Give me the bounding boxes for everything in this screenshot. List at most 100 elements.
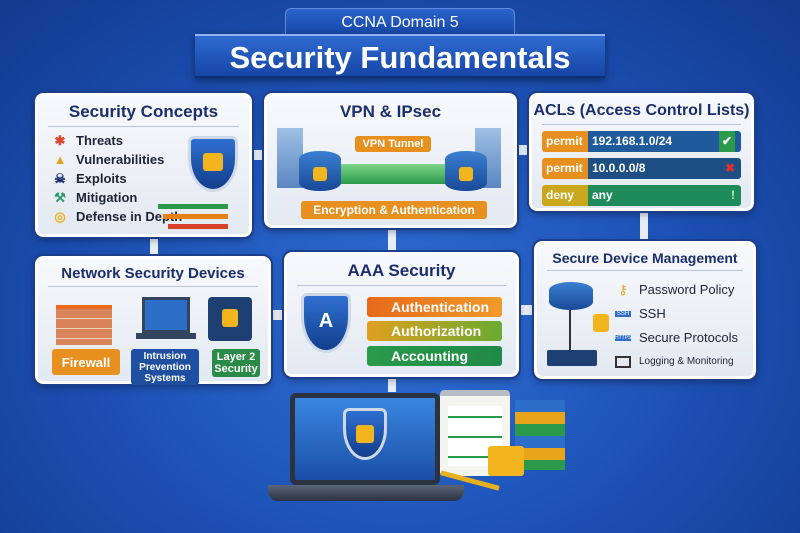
divider bbox=[48, 286, 258, 287]
device-management-panel: Secure Device Management ⚷ Password Polic… bbox=[532, 239, 758, 381]
item-label: Defense in Depth bbox=[76, 209, 183, 224]
acl-rule: permit 10.0.0.0/8 ✖ bbox=[542, 158, 741, 179]
authorization-bar: Authorization bbox=[367, 321, 502, 341]
connector bbox=[388, 378, 396, 392]
item-label: Threats bbox=[76, 133, 123, 148]
divider bbox=[48, 126, 239, 127]
panel-title: Network Security Devices bbox=[61, 265, 245, 282]
vpn-tunnel-label: VPN Tunnel bbox=[355, 136, 431, 152]
padlock-icon bbox=[488, 446, 524, 476]
connector bbox=[518, 145, 530, 155]
aaa-panel: AAA Security A Authentication Authorizat… bbox=[282, 250, 521, 379]
panel-title: AAA Security bbox=[347, 261, 456, 280]
divider bbox=[542, 124, 741, 125]
acl-panel: ACLs (Access Control Lists) permit 192.16… bbox=[527, 91, 756, 213]
page-title: Security Fundamentals bbox=[195, 34, 605, 78]
ips-label: Intrusion Prevention Systems bbox=[131, 349, 199, 385]
decorative-stripe bbox=[158, 204, 228, 209]
warning-icon: ▲ bbox=[53, 152, 67, 167]
bug-icon: ✱ bbox=[54, 132, 66, 148]
list-item: ⚒ Mitigation bbox=[38, 188, 249, 207]
tunnel-pipe bbox=[317, 164, 467, 184]
item-label: SSH bbox=[639, 306, 666, 321]
laptop-base bbox=[136, 333, 196, 339]
encryption-caption: Encryption & Authentication bbox=[301, 201, 487, 219]
lock-icon bbox=[203, 153, 223, 171]
connector bbox=[388, 228, 396, 252]
lock-icon bbox=[313, 167, 327, 181]
cable bbox=[569, 310, 571, 350]
acl-action: permit bbox=[542, 131, 588, 152]
panel-title: Secure Device Management bbox=[552, 250, 738, 266]
list-item: Logging & Monitoring bbox=[615, 352, 738, 371]
item-label: Exploits bbox=[76, 171, 127, 186]
list-item: HTTPS Secure Protocols bbox=[615, 328, 738, 347]
monitor-icon bbox=[615, 355, 631, 368]
lock-icon bbox=[356, 425, 374, 443]
router-icon bbox=[445, 151, 487, 191]
check-icon: ✔ bbox=[718, 131, 735, 152]
connector bbox=[520, 305, 534, 315]
x-icon: ✖ bbox=[724, 161, 735, 175]
subtitle-tab: CCNA Domain 5 bbox=[285, 8, 515, 36]
skull-icon: ☠ bbox=[54, 170, 66, 186]
list-item: ⚷ Password Policy bbox=[615, 280, 738, 299]
item-label: Secure Protocols bbox=[639, 330, 738, 345]
decorative-stripe bbox=[163, 214, 228, 219]
list-item: ☠ Exploits bbox=[38, 169, 249, 188]
item-label: Mitigation bbox=[76, 190, 138, 205]
connector bbox=[253, 150, 265, 160]
firewall-icon bbox=[56, 305, 112, 345]
list-item: ▲ Vulnerabilities bbox=[38, 150, 249, 169]
exclamation-icon: ! bbox=[731, 188, 735, 202]
list-item: ✱ Threats bbox=[38, 131, 249, 150]
ssh-icon: SSH bbox=[615, 310, 631, 317]
shield-icon bbox=[343, 408, 387, 460]
security-concepts-panel: Security Concepts ✱ Threats ▲ Vulnerabilit… bbox=[33, 91, 254, 239]
network-devices-panel: Network Security Devices Firewall Intrus… bbox=[33, 254, 273, 386]
list-item: SSH SSH bbox=[615, 304, 738, 323]
panel-title: Security Concepts bbox=[68, 102, 219, 121]
item-label: Vulnerabilities bbox=[76, 152, 165, 167]
switch-icon bbox=[208, 297, 252, 341]
router-icon bbox=[299, 151, 341, 191]
lock-icon bbox=[222, 309, 238, 327]
acl-network: 10.0.0.0/8 bbox=[592, 161, 646, 175]
https-icon: HTTPS bbox=[615, 334, 632, 341]
laptop-keyboard bbox=[268, 485, 464, 501]
accounting-bar: Accounting bbox=[367, 346, 502, 366]
firewall-label: Firewall bbox=[52, 349, 120, 375]
key-icon: ⚷ bbox=[618, 281, 628, 297]
item-label: Password Policy bbox=[639, 282, 735, 297]
acl-action: permit bbox=[542, 158, 588, 179]
panel-title: VPN & IPsec bbox=[339, 102, 442, 121]
lock-icon bbox=[459, 167, 473, 181]
connector bbox=[640, 212, 648, 242]
decorative-stripe bbox=[168, 224, 228, 229]
connector bbox=[150, 238, 158, 256]
target-icon: ◎ bbox=[54, 208, 66, 224]
panel-title: ACLs (Access Control Lists) bbox=[533, 102, 750, 119]
vpn-panel: VPN & IPsec VPN Tunnel Encryption & Auth… bbox=[262, 91, 519, 230]
acl-rule: permit 192.168.1.0/24 ✔ bbox=[542, 131, 741, 152]
acl-network: 192.168.1.0/24 bbox=[592, 134, 673, 148]
divider bbox=[547, 270, 743, 271]
shield-icon bbox=[188, 136, 238, 192]
laptop-screen bbox=[290, 393, 440, 485]
laptop-icon bbox=[142, 297, 190, 333]
layer2-label: Layer 2 Security bbox=[212, 349, 260, 377]
building-icon bbox=[277, 128, 303, 188]
router-icon bbox=[549, 282, 593, 310]
acl-action: deny bbox=[542, 185, 588, 206]
divider bbox=[297, 285, 506, 286]
item-label: Logging & Monitoring bbox=[639, 356, 734, 367]
switch-icon bbox=[547, 350, 597, 366]
lock-icon bbox=[593, 314, 609, 332]
connector bbox=[272, 310, 284, 320]
list-item: ◎ Defense in Depth bbox=[38, 207, 249, 226]
authentication-bar: Authentication bbox=[367, 297, 502, 317]
acl-network: any bbox=[592, 188, 613, 202]
shield-icon: A bbox=[301, 293, 351, 353]
wrench-icon: ⚒ bbox=[54, 189, 66, 205]
